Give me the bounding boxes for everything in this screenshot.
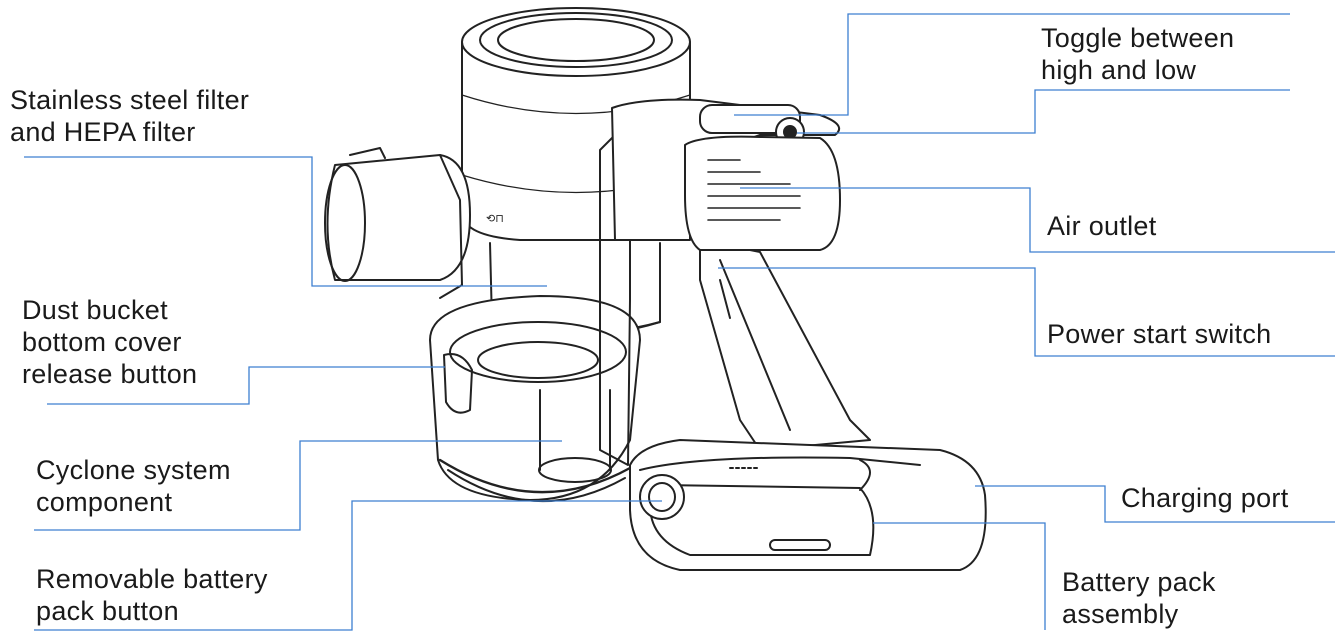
air-outlet-grille <box>684 135 841 251</box>
leader-stainless <box>24 156 547 287</box>
leader-cyclone <box>34 440 562 531</box>
leader-dust <box>47 366 445 405</box>
label-dust-bucket: Dust bucket bottom cover release button <box>22 295 198 389</box>
battery-indicator <box>769 539 831 551</box>
leader-removable <box>34 500 662 631</box>
label-battery-pack: Battery pack assembly <box>1062 567 1216 629</box>
label-air-outlet: Air outlet <box>1047 211 1157 241</box>
label-stainless-filter: Stainless steel filter and HEPA filter <box>10 85 250 147</box>
label-toggle: Toggle between high and low <box>1041 23 1235 85</box>
label-charging-port: Charging port <box>1121 483 1289 513</box>
leader-air <box>740 187 1335 253</box>
battery-pack <box>629 439 987 571</box>
battery-release-button <box>639 474 685 520</box>
label-cyclone: Cyclone system component <box>36 455 231 517</box>
label-power-switch: Power start switch <box>1047 319 1272 349</box>
leader-toggle <box>734 13 1290 116</box>
svg-text:⟲⊓: ⟲⊓ <box>486 213 504 225</box>
release-latch <box>443 353 473 414</box>
leader-battery <box>873 522 1046 630</box>
leader-toggle-2 <box>797 89 1290 134</box>
label-removable-button: Removable battery pack button <box>36 564 268 626</box>
leader-power <box>718 267 1335 357</box>
dust-bucket <box>429 295 641 501</box>
leader-charging <box>975 485 1335 523</box>
canister-top-cap <box>479 12 673 68</box>
